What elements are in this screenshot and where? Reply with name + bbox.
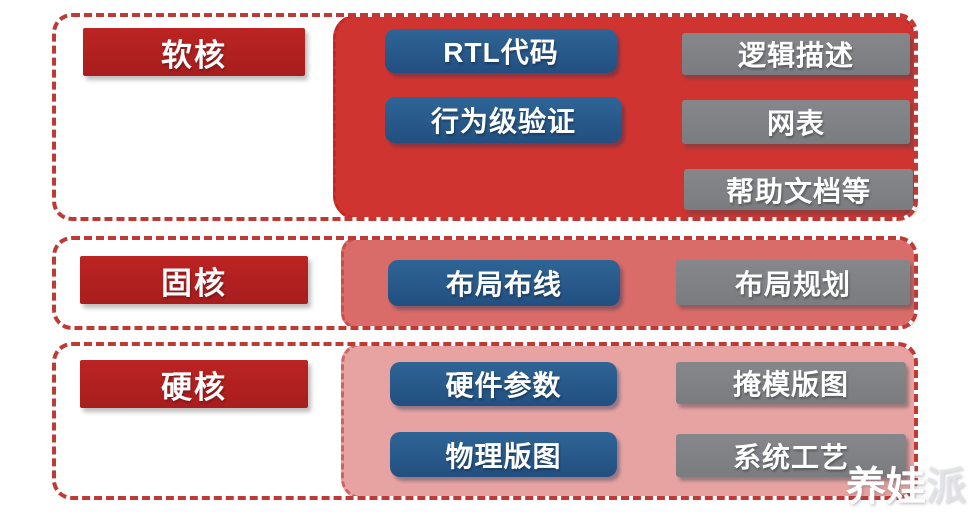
chip-help-docs: 帮助文档等 — [684, 169, 913, 210]
hard-core-label: 硬核 — [80, 360, 308, 408]
firm-core-group: 固核 布局布线 布局规划 — [52, 236, 918, 330]
chip-floorplan: 布局规划 — [676, 260, 910, 305]
chip-physical-layout: 物理版图 — [390, 432, 617, 477]
firm-core-label: 固核 — [80, 256, 308, 304]
chip-hardware-params: 硬件参数 — [390, 362, 617, 406]
watermark: 养娃派 — [846, 454, 966, 512]
chip-behavioral-verification: 行为级验证 — [385, 97, 622, 143]
chip-logic-description: 逻辑描述 — [682, 33, 910, 75]
soft-core-label: 软核 — [83, 28, 305, 76]
hard-core-group: 硬核 硬件参数 物理版图 掩模版图 系统工艺 — [52, 342, 918, 500]
chip-netlist: 网表 — [682, 100, 910, 144]
watermark-main: 养娃 — [846, 465, 926, 509]
soft-core-group: 软核 RTL代码 行为级验证 逻辑描述 网表 帮助文档等 — [52, 13, 918, 221]
chip-system-process: 系统工艺 — [676, 434, 906, 477]
chip-mask-layout: 掩模版图 — [676, 362, 906, 404]
chip-place-route: 布局布线 — [388, 260, 620, 306]
watermark-light: 派 — [926, 465, 966, 509]
chip-rtl-code: RTL代码 — [385, 29, 617, 73]
